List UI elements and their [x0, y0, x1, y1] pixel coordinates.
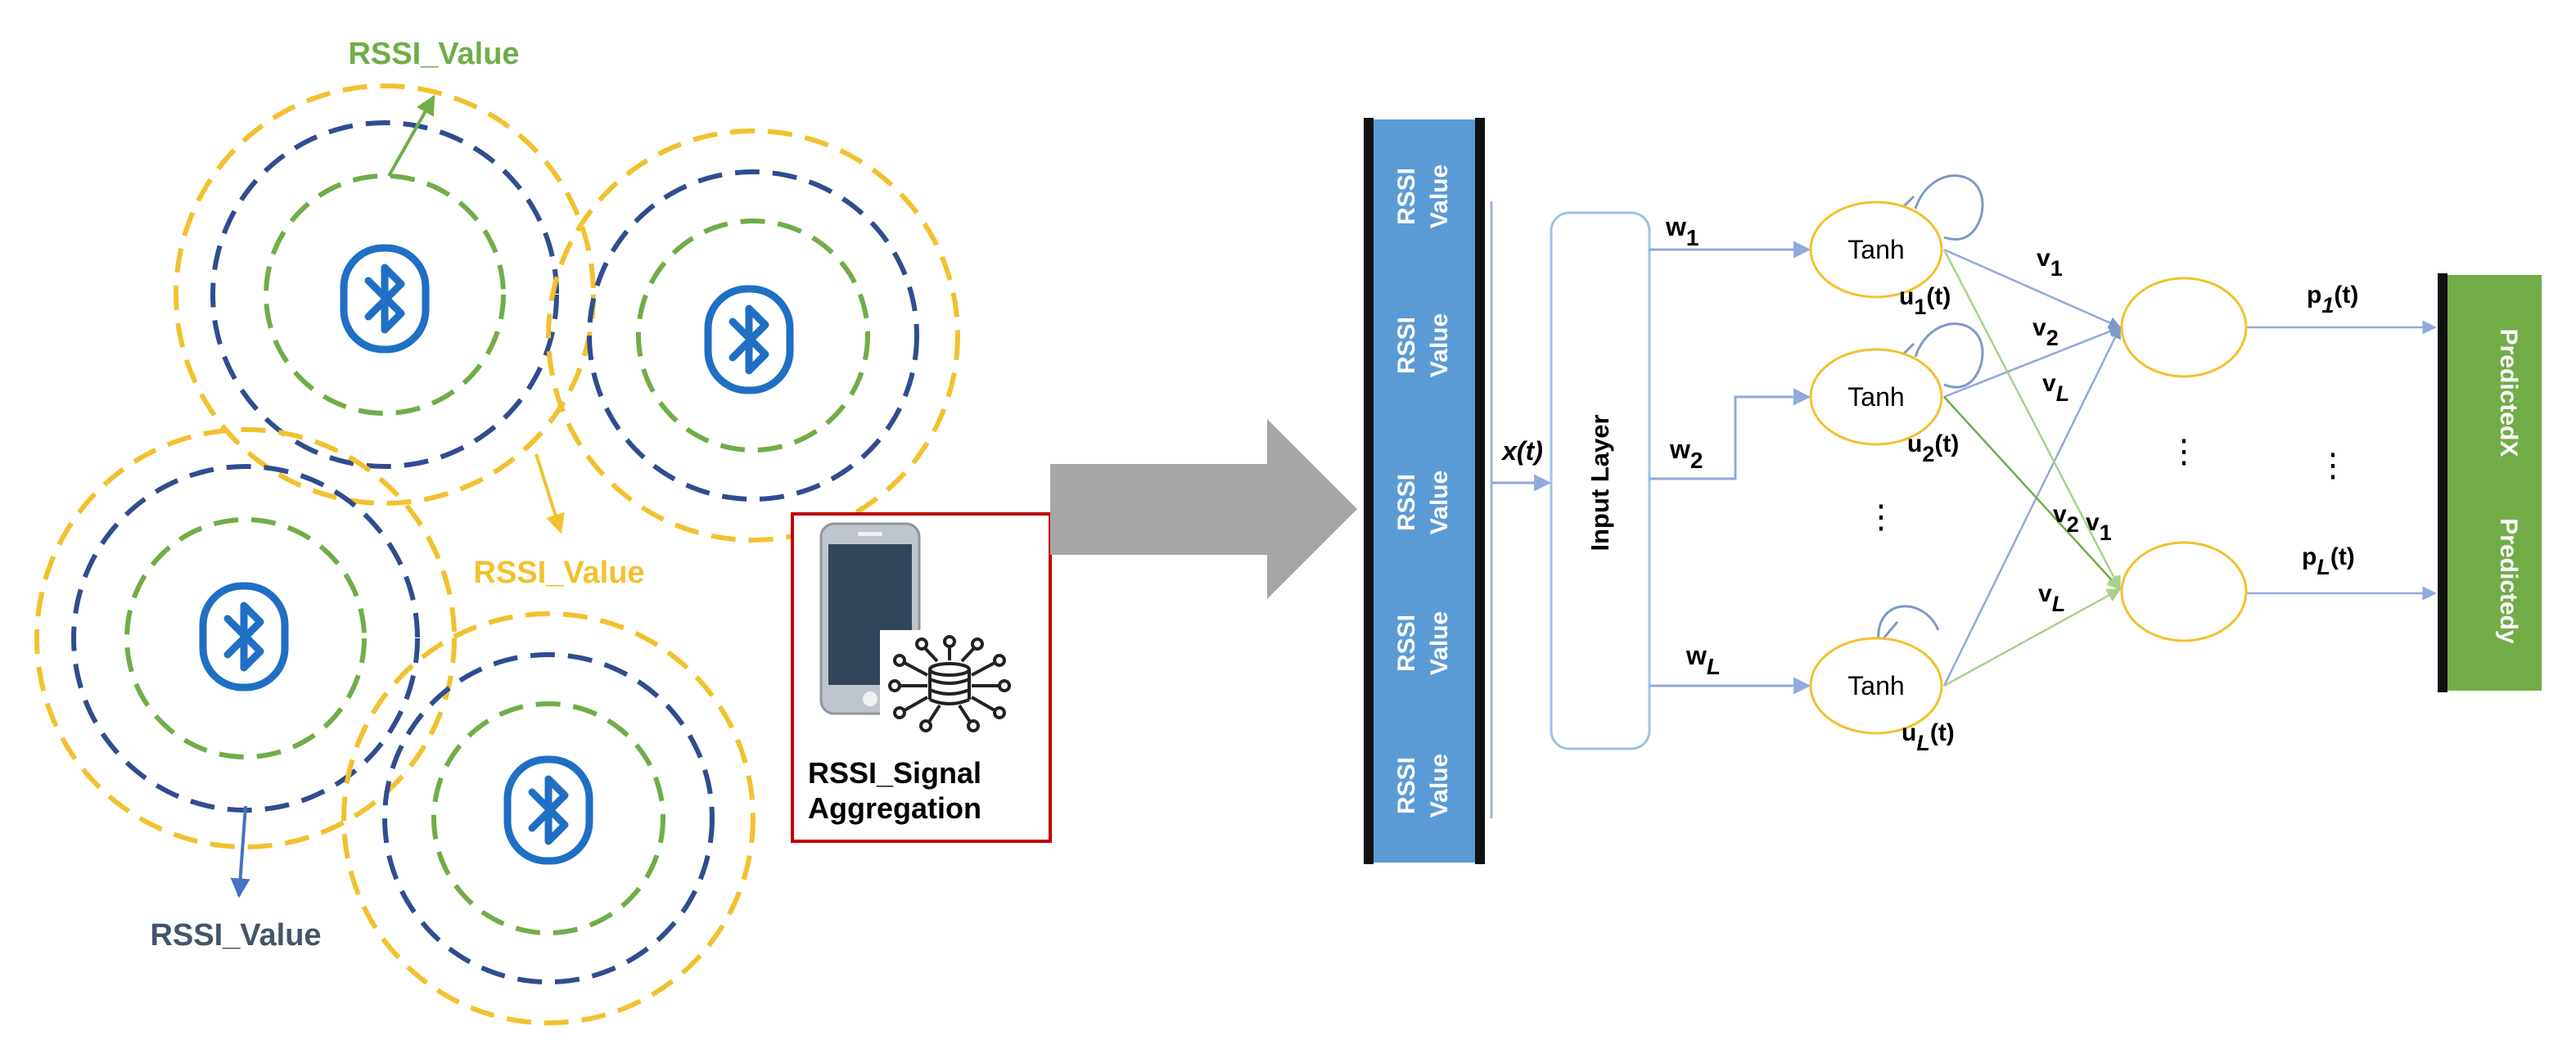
input-cell-2-line1: RSSI — [1393, 317, 1420, 374]
input-layer-box — [1550, 211, 1651, 750]
prediction-ellipsis: ⋮ — [2317, 448, 2349, 484]
output-pL: pL(t) — [2302, 543, 2355, 579]
output-bar-fill — [2443, 275, 2542, 691]
beacon-1-inner-ring — [264, 173, 506, 416]
weight-wL: wL — [1685, 641, 1721, 679]
rssi-range-arrow-top — [387, 94, 435, 177]
hidden-node-L — [1809, 637, 1943, 735]
aggregation-label-line2: Aggregation — [808, 791, 981, 825]
weight-v1-upper: v1 — [2037, 245, 2063, 281]
weight-v2-lower: v2 — [2053, 501, 2079, 537]
input-bar: RSSI Value RSSI Value RSSI Value RSSI Va… — [1364, 118, 1485, 864]
output-bar: PredictedX Predictedy — [2438, 273, 2542, 692]
weight-vL-upper: vL — [2042, 370, 2069, 406]
input-cell-4-line1: RSSI — [1393, 615, 1420, 672]
input-layer-label: Input Layer — [1586, 414, 1614, 551]
rssi-label-middle: RSSI_Value — [473, 556, 644, 590]
output-ellipsis: ⋮ — [2168, 434, 2200, 470]
beacon-group — [34, 83, 960, 1025]
aggregation-label-line1: RSSI_Signal — [808, 756, 981, 790]
rssi-label-top: RSSI_Value — [348, 37, 519, 71]
output-edges — [1942, 248, 2437, 687]
bluetooth-icon — [704, 285, 794, 394]
recurrent-uL: uL(t) — [1902, 719, 1955, 755]
input-cell-1-line1: RSSI — [1393, 168, 1420, 225]
weight-v1-lower: v1 — [2086, 509, 2112, 545]
beacon-4-middle-ring — [382, 652, 715, 984]
hidden-layer: Tanh Tanh Tanh — [1809, 200, 1943, 735]
input-cell-5-line1: RSSI — [1393, 757, 1420, 814]
hidden-node-1 — [1809, 200, 1943, 299]
weight-vL-lower: vL — [2038, 580, 2065, 616]
flow-arrow — [1050, 419, 1357, 599]
hidden-ellipsis: ⋮ — [1865, 499, 1897, 535]
output-label-x: PredictedX — [2495, 329, 2522, 457]
beacon-4 — [341, 611, 756, 1025]
input-bar-fill — [1369, 119, 1480, 863]
hidden-node-2-label: Tanh — [1847, 382, 1904, 412]
input-cell-3-line1: RSSI — [1393, 474, 1420, 531]
output-label-y: Predictedy — [2495, 518, 2522, 644]
recurrent-u2: u2(t) — [1907, 430, 1959, 466]
input-cell-2-line2: Value — [1426, 313, 1453, 377]
bluetooth-icon — [199, 582, 289, 691]
recurrent-u1: u1(t) — [1899, 283, 1951, 319]
input-cell-1-line2: Value — [1426, 164, 1453, 228]
beacon-4-inner-ring — [431, 701, 665, 935]
beacon-2-inner-ring — [636, 218, 870, 453]
weight-w1: w1 — [1665, 212, 1699, 250]
beacon-3-inner-ring — [124, 517, 367, 759]
bluetooth-icon — [503, 755, 593, 865]
beacon-1 — [174, 83, 596, 506]
rssi-range-arrow-bottom — [230, 805, 250, 899]
data-network-icon — [880, 630, 1019, 732]
weight-v2-upper: v2 — [2032, 314, 2059, 350]
weight-w2: w2 — [1669, 435, 1703, 473]
input-cell-5-line2: Value — [1426, 754, 1453, 818]
beacon-1-middle-ring — [210, 120, 559, 469]
beacon-4-outer-ring — [341, 611, 756, 1025]
beacon-2-outer-ring — [546, 128, 960, 543]
output-p1: p1(t) — [2307, 282, 2358, 318]
rssi-range-arrow-middle — [535, 453, 565, 534]
aggregation-box: RSSI_Signal Aggregation — [791, 512, 1052, 843]
hidden-node-1-label: Tanh — [1847, 235, 1904, 264]
bluetooth-icon — [340, 244, 430, 354]
hidden-node-2 — [1809, 348, 1943, 446]
beacon-2 — [546, 128, 960, 543]
output-node-1 — [2120, 277, 2248, 378]
beacon-2-middle-ring — [587, 169, 919, 502]
beacon-1-outer-ring — [174, 83, 596, 506]
input-cell-4-line2: Value — [1426, 611, 1453, 675]
output-node-L — [2120, 541, 2248, 642]
beacon-3-outer-ring — [34, 427, 457, 849]
bluetooth-icons — [199, 244, 794, 865]
rssi-label-bottom: RSSI_Value — [150, 918, 321, 953]
input-edges — [1649, 241, 1811, 695]
hidden-node-L-label: Tanh — [1847, 671, 1904, 700]
input-cell-3-line2: Value — [1426, 471, 1453, 534]
output-layer — [2120, 277, 2248, 642]
x-input-label: x(t) — [1500, 436, 1543, 466]
